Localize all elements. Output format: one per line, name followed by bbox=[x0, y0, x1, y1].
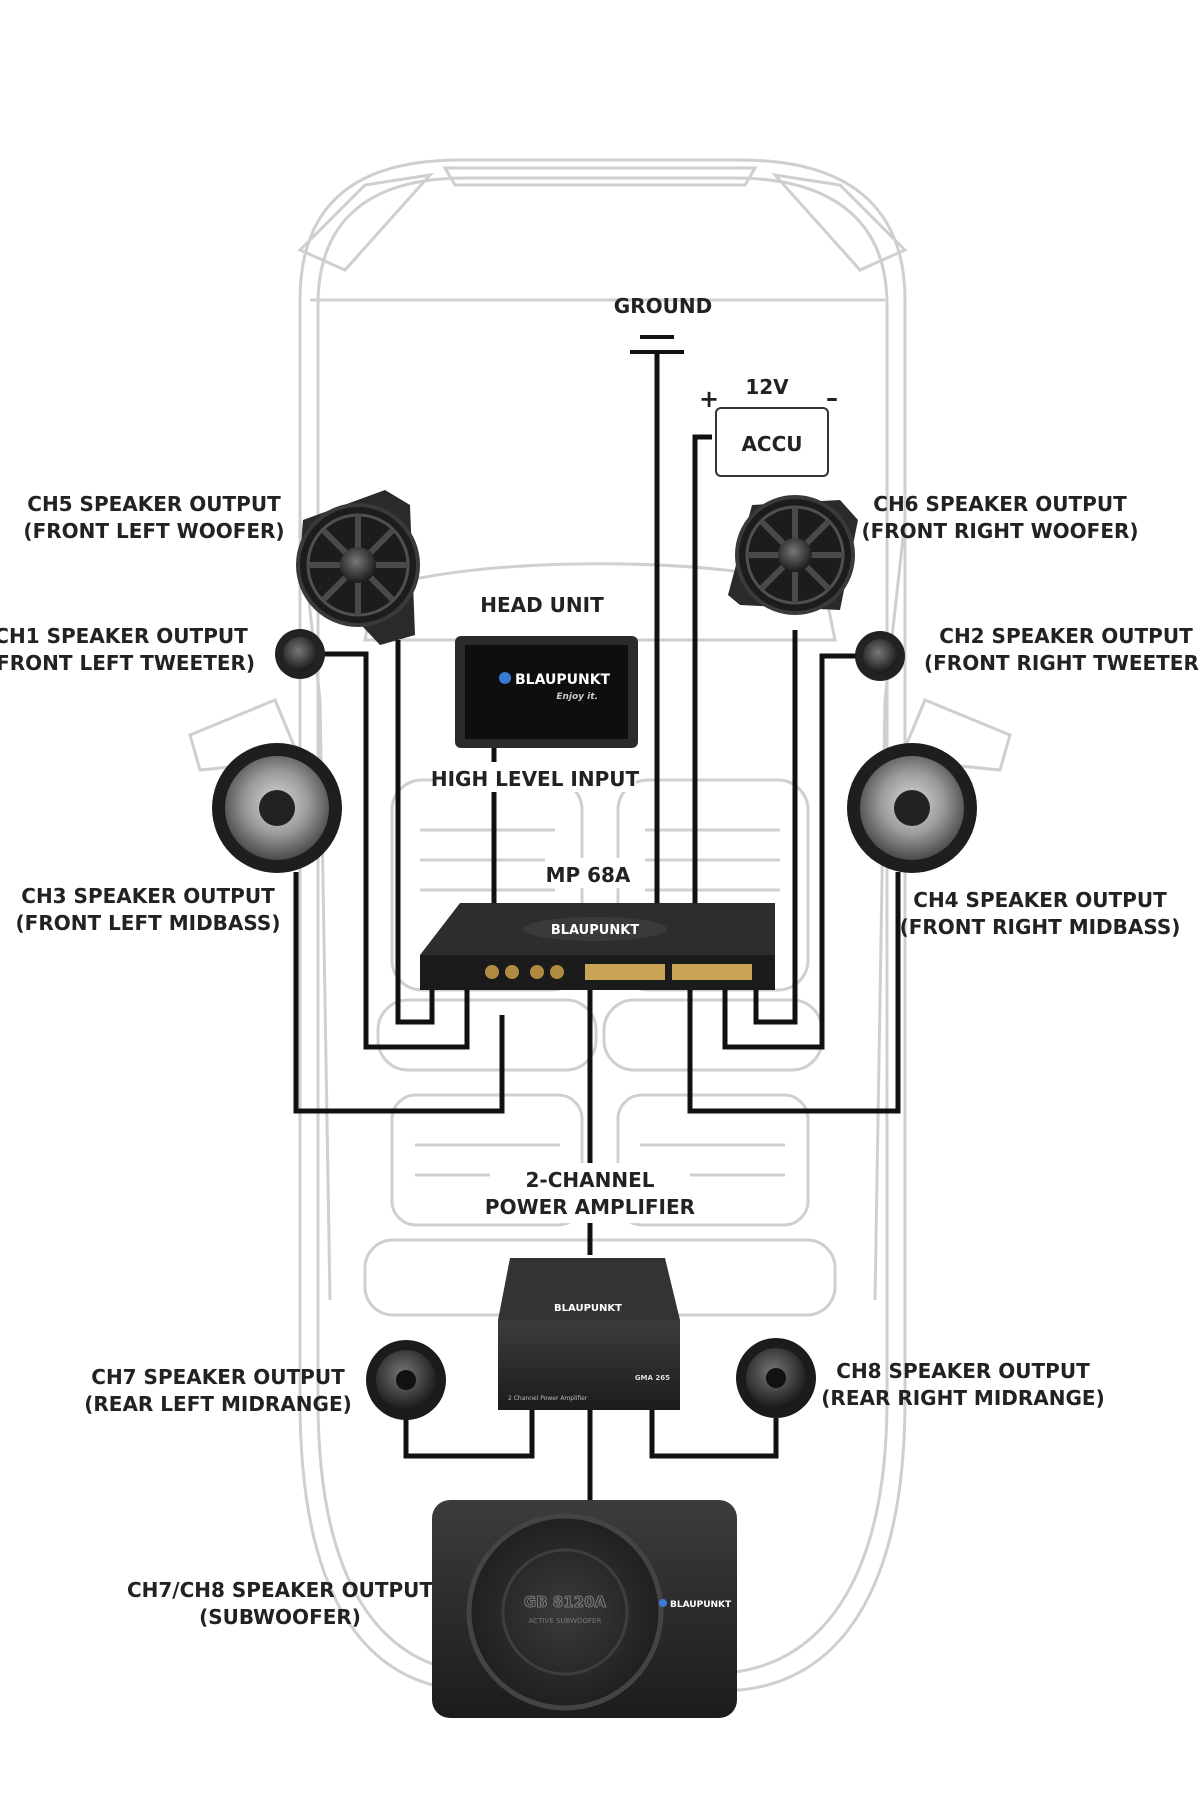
front-right-tweeter bbox=[855, 631, 905, 681]
amplifier-model: GMA 265 bbox=[635, 1374, 670, 1382]
processor-brand: BLAUPUNKT bbox=[551, 923, 639, 938]
speaker-labels: CH5 SPEAKER OUTPUT (FRONT LEFT WOOFER) C… bbox=[0, 492, 1200, 1629]
head-unit-brand: BLAUPUNKT bbox=[515, 672, 611, 688]
ch1-label-line1: CH1 SPEAKER OUTPUT bbox=[0, 624, 248, 648]
ch4-label-line1: CH4 SPEAKER OUTPUT bbox=[913, 888, 1167, 912]
ch6-wire bbox=[753, 630, 798, 1025]
power-amplifier: BLAUPUNKT 2 Channel Power Amplifier GMA … bbox=[498, 1258, 680, 1410]
subwoofer-caption: ACTIVE SUBWOOFER bbox=[529, 1617, 602, 1625]
ch4-label-line2: (FRONT RIGHT MIDBASS) bbox=[900, 915, 1181, 939]
ch8-label-line2: (REAR RIGHT MIDRANGE) bbox=[821, 1386, 1104, 1410]
voltage-label: 12V bbox=[745, 375, 789, 399]
ch3-label-line2: (FRONT LEFT MIDBASS) bbox=[16, 911, 281, 935]
amplifier-label-line2: POWER AMPLIFIER bbox=[485, 1195, 695, 1219]
ch8-label-line1: CH8 SPEAKER OUTPUT bbox=[836, 1359, 1090, 1383]
head-unit-tagline: Enjoy it. bbox=[556, 692, 598, 702]
ch7-wire bbox=[403, 1410, 535, 1459]
ch2-wire bbox=[722, 653, 857, 1050]
ch5-label-line2: (FRONT LEFT WOOFER) bbox=[23, 519, 284, 543]
rear-left-midrange bbox=[366, 1340, 446, 1420]
ch4-wire bbox=[687, 872, 901, 1114]
ch5-label-line1: CH5 SPEAKER OUTPUT bbox=[27, 492, 281, 516]
ch5-wire bbox=[395, 640, 435, 1025]
amplifier-label-line1: 2-CHANNEL bbox=[526, 1168, 655, 1192]
brand-dot-icon bbox=[499, 672, 511, 684]
power-wire bbox=[692, 434, 712, 917]
ch6-label-line2: (FRONT RIGHT WOOFER) bbox=[861, 519, 1138, 543]
head-unit: BLAUPUNKT Enjoy it. bbox=[455, 636, 638, 748]
ground-label: GROUND bbox=[614, 294, 712, 318]
ch7-label-line1: CH7 SPEAKER OUTPUT bbox=[91, 1365, 345, 1389]
ground-symbol bbox=[630, 335, 684, 354]
battery-label: ACCU bbox=[741, 432, 802, 456]
head-unit-label: HEAD UNIT bbox=[480, 593, 604, 617]
front-left-woofer bbox=[296, 490, 420, 645]
wiring bbox=[293, 352, 901, 1500]
battery-minus-sign: – bbox=[826, 384, 838, 412]
subwoofer-label-line2: (SUBWOOFER) bbox=[199, 1605, 361, 1629]
subwoofer-model: GB 8120A bbox=[524, 1593, 607, 1611]
dsp-processor: BLAUPUNKT bbox=[420, 903, 775, 990]
subwoofer-brand: BLAUPUNKT bbox=[670, 1600, 732, 1610]
amplifier-caption: 2 Channel Power Amplifier bbox=[508, 1395, 588, 1402]
subwoofer: GB 8120A ACTIVE SUBWOOFER BLAUPUNKT bbox=[432, 1500, 737, 1718]
rear-right-midrange bbox=[736, 1338, 816, 1418]
high-level-input-label: HIGH LEVEL INPUT bbox=[431, 767, 640, 791]
ch1-wire bbox=[318, 651, 470, 1050]
brand-dot-icon bbox=[659, 1599, 667, 1607]
ch7-label-line2: (REAR LEFT MIDRANGE) bbox=[84, 1392, 352, 1416]
front-left-midbass bbox=[212, 743, 342, 873]
amplifier-brand: BLAUPUNKT bbox=[554, 1303, 622, 1314]
ch3-label-line1: CH3 SPEAKER OUTPUT bbox=[21, 884, 275, 908]
ch2-label-line1: CH2 SPEAKER OUTPUT bbox=[939, 624, 1193, 648]
processor-label: MP 68A bbox=[546, 863, 631, 887]
subwoofer-label-line1: CH7/CH8 SPEAKER OUTPUT bbox=[127, 1578, 433, 1602]
ch6-label-line1: CH6 SPEAKER OUTPUT bbox=[873, 492, 1127, 516]
ch3-wire bbox=[293, 872, 505, 1114]
front-right-midbass bbox=[847, 743, 977, 873]
ch2-label-line2: (FRONT RIGHT TWEETER) bbox=[924, 651, 1200, 675]
battery-plus-sign: + bbox=[699, 385, 719, 413]
battery: ACCU bbox=[715, 407, 829, 477]
ch1-label-line2: (FRONT LEFT TWEETER) bbox=[0, 651, 255, 675]
ch8-wire bbox=[649, 1410, 779, 1459]
device-labels: HEAD UNIT HIGH LEVEL INPUT MP 68A 2-CHAN… bbox=[431, 588, 695, 1223]
front-right-woofer bbox=[728, 495, 858, 615]
front-left-tweeter bbox=[275, 629, 325, 679]
